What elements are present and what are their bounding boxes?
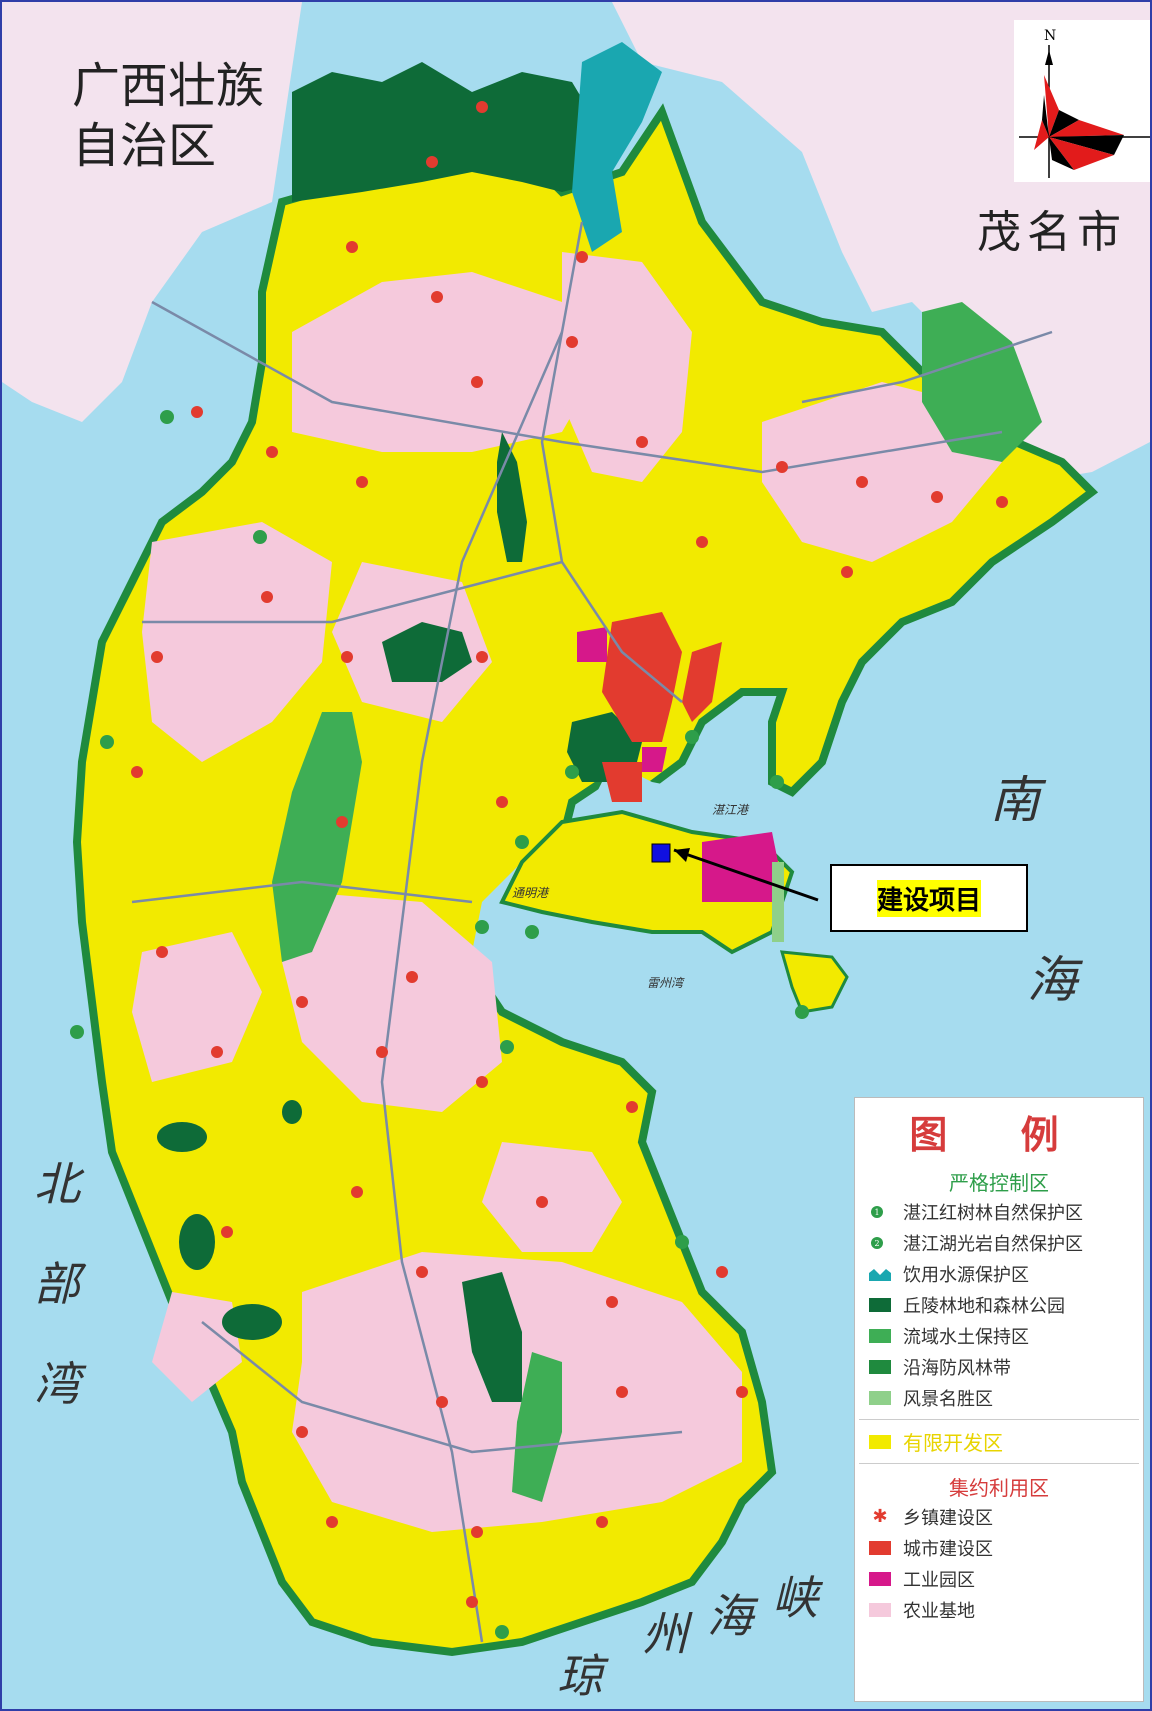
legend-item-scenic: 风景名胜区 (855, 1382, 1143, 1413)
sea-label-south-1: 南 (990, 771, 1047, 829)
hill-forest-swatch (869, 1297, 891, 1312)
sea-label-beibu-1: 北 (34, 1157, 85, 1211)
legend-label-hill-forest: 丘陵林地和森林公园 (903, 1295, 1065, 1317)
region-label-guangxi-line1: 广西壮族 (72, 58, 264, 114)
town-star-icon: ✱ (872, 1505, 888, 1527)
legend-divider (859, 1463, 1139, 1464)
coastal-forest-swatch (869, 1359, 891, 1374)
legend-section-limited-dev: 有限开发区 (903, 1431, 1003, 1455)
legend-item-agri: 农业基地 (855, 1594, 1143, 1625)
forest-zones (157, 62, 642, 1402)
legend-label-huguangyan: 湛江湖光岩自然保护区 (903, 1233, 1083, 1255)
legend-label-industrial: 工业园区 (903, 1569, 975, 1591)
agri-swatch (869, 1602, 891, 1617)
legend-item-mangrove: 1 湛江红树林自然保护区 (855, 1196, 1143, 1227)
legend-item-limited-dev: 有限开发区 (855, 1426, 1143, 1457)
legend-label-urban: 城市建设区 (903, 1538, 993, 1560)
callout-arrow-head (674, 848, 690, 862)
sea-label-beibu-3: 湾 (34, 1357, 87, 1411)
legend-section-strict-control: 严格控制区 (949, 1171, 1049, 1195)
strait-label-1: 琼 (557, 1649, 609, 1703)
urban-swatch (869, 1540, 891, 1555)
map-legend: 图 例 严格控制区 1 湛江红树林自然保护区 2 湛江湖光岩自然保护区 饮用水源… (854, 1097, 1144, 1702)
town-markers (131, 101, 1008, 1608)
strait-label-2: 州 (642, 1607, 693, 1661)
legend-label-coastal-forest: 沿海防风林带 (903, 1357, 1011, 1379)
wind-rose-icon (1034, 75, 1124, 170)
legend-item-urban: 城市建设区 (855, 1532, 1143, 1563)
watershed-swatch (869, 1328, 891, 1343)
legend-item-coastal-forest: 沿海防风林带 (855, 1351, 1143, 1382)
strait-label-4: 峡 (772, 1571, 824, 1625)
mangrove-markers (70, 410, 809, 1639)
legend-label-water-source: 饮用水源保护区 (903, 1264, 1029, 1286)
watershed-zones (272, 302, 1042, 1502)
legend-item-watershed: 流域水土保持区 (855, 1320, 1143, 1351)
legend-section-intensive-use: 集约利用区 (949, 1476, 1049, 1500)
north-arrow-icon (1045, 50, 1053, 65)
scenic-swatch (869, 1390, 891, 1405)
legend-item-industrial: 工业园区 (855, 1563, 1143, 1594)
industrial-zones (577, 627, 782, 902)
project-callout: 建设项目 (830, 864, 1028, 932)
water-source-icon (869, 1268, 891, 1281)
scenic-zone (772, 862, 784, 942)
sea-label-south-2: 海 (1027, 951, 1083, 1009)
region-label-guangxi-line2: 自治区 (72, 118, 216, 174)
legend-divider (859, 1419, 1139, 1420)
roads (131, 221, 1053, 1643)
mangrove-circle-icon: 1 (871, 1205, 883, 1218)
legend-label-agri: 农业基地 (903, 1600, 975, 1622)
outside-land-west (2, 2, 302, 422)
bay-label-zhanjiang: 湛江港 (712, 803, 750, 817)
sea-label-beibu-2: 部 (34, 1257, 87, 1311)
legend-label-scenic: 风景名胜区 (903, 1388, 993, 1410)
water-protection-zone (572, 42, 662, 252)
legend-item-town: ✱ 乡镇建设区 (855, 1501, 1143, 1532)
legend-label-watershed: 流域水土保持区 (903, 1326, 1029, 1348)
industrial-swatch (869, 1571, 891, 1586)
legend-item-hill-forest: 丘陵林地和森林公园 (855, 1289, 1143, 1320)
bay-label-leizhou: 雷州湾 (647, 976, 685, 990)
callout-arrow-line (673, 848, 819, 902)
urban-zones (602, 612, 722, 802)
huguangyan-circle-icon: 2 (871, 1236, 883, 1249)
bay-label-tongming: 通明港 (512, 886, 550, 900)
legend-label-mangrove: 湛江红树林自然保护区 (903, 1202, 1083, 1224)
limited-dev-swatch (869, 1434, 891, 1449)
legend-title: 图 例 (909, 1112, 1089, 1157)
svg-text:1: 1 (875, 1208, 880, 1217)
compass-rose: N (1014, 20, 1150, 182)
legend-item-water-source: 饮用水源保护区 (855, 1258, 1143, 1289)
strait-label-3: 海 (707, 1589, 759, 1643)
legend-item-huguangyan: 2 湛江湖光岩自然保护区 (855, 1227, 1143, 1258)
outside-land (2, 2, 1150, 482)
naozhou-island (779, 950, 849, 1014)
region-label-maoming: 茂名市 (977, 207, 1127, 258)
svg-text:2: 2 (875, 1239, 880, 1248)
project-location-marker[interactable] (651, 843, 671, 863)
legend-label-town: 乡镇建设区 (903, 1507, 993, 1529)
compass-north-label: N (1044, 28, 1056, 44)
project-callout-label: 建设项目 (876, 879, 981, 917)
